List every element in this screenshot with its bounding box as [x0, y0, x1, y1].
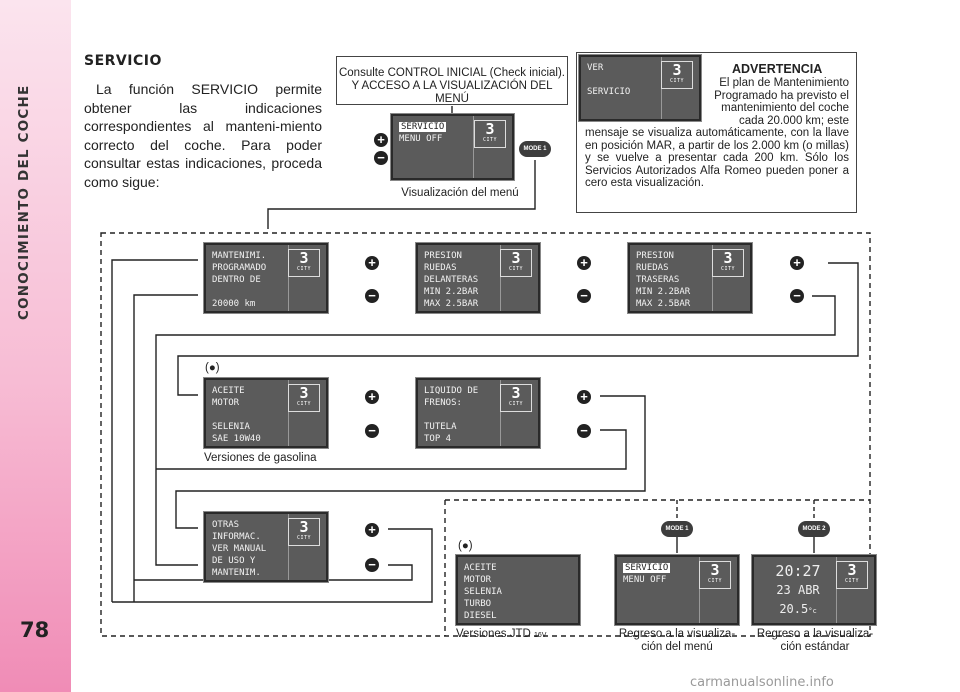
lcd-text: MANTENIMI. PROGRAMADO DENTRO DE 20000 km [212, 251, 267, 309]
section-heading: SERVICIO [84, 53, 162, 69]
mode1-button[interactable]: MODE 1 [519, 141, 551, 157]
lcd-text: PRESION RUEDAS DELANTERAS MIN 2.2BAR MAX… [424, 251, 479, 309]
chapter-sidebar: CONOCIMIENTO DEL COCHE 78 [0, 0, 71, 692]
minus-button[interactable]: − [365, 289, 379, 303]
plus-button[interactable]: + [365, 256, 379, 270]
menu-selected-item: SERVICIO [399, 122, 447, 132]
caption-return-standard: Regreso a la visualiza- ción estándar [756, 628, 874, 653]
intro-paragraph: La función SERVICIO permite obtener las … [84, 81, 322, 190]
minus-button[interactable]: − [365, 424, 379, 438]
bullet-note: (●) [458, 540, 473, 552]
lcd-presion-traseras: PRESION RUEDAS TRASERAS MIN 2.2BAR MAX 2… [627, 242, 753, 314]
mode1-button[interactable]: MODE 1 [661, 521, 693, 537]
lcd-text: ACEITE MOTOR SELENIA TURBO DIESEL [464, 563, 502, 621]
bullet-note: (●) [205, 362, 220, 374]
lcd-otras-informaciones: OTRAS INFORMAC. VER MANUAL DE USO Y MANT… [203, 511, 329, 583]
caption-menu-display: Visualización del menú [401, 187, 519, 199]
caption-gasolina: Versiones de gasolina [204, 452, 317, 464]
date: 23 ABR [776, 583, 820, 597]
lcd-text: VER SERVICIO [587, 63, 631, 97]
minus-button[interactable]: − [790, 289, 804, 303]
callout-box: Consulte CONTROL INICIAL (Check inicial)… [336, 56, 568, 105]
minus-button[interactable]: − [577, 424, 591, 438]
plus-button[interactable]: + [374, 133, 388, 147]
lcd-text: LIQUIDO DE FRENOS: TUTELA TOP 4 [424, 386, 479, 444]
plus-button[interactable]: + [365, 523, 379, 537]
minus-button[interactable]: − [365, 558, 379, 572]
minus-button[interactable]: − [374, 151, 388, 165]
lcd-presion-delanteras: PRESION RUEDAS DELANTERAS MIN 2.2BAR MAX… [415, 242, 541, 314]
clock-time: 20:27 [775, 562, 821, 580]
menu-item-off: MENU OFF [623, 575, 667, 585]
plus-button[interactable]: + [577, 256, 591, 270]
lcd-jtd-aceite: ACEITE MOTOR SELENIA TURBO DIESEL [455, 554, 581, 626]
lcd-text: OTRAS INFORMAC. VER MANUAL DE USO Y MANT… [212, 520, 267, 578]
minus-button[interactable]: − [577, 289, 591, 303]
callout-line2: Y ACCESO A LA VISUALIZACIÓN DEL MENÚ [351, 80, 553, 105]
menu-selected-item: SERVICIO [623, 563, 671, 573]
caption-jtd-suffix: 16V [533, 632, 547, 639]
plus-button[interactable]: + [577, 390, 591, 404]
lcd-text: ACEITE MOTOR SELENIA SAE 10W40 [212, 386, 261, 444]
mode2-button[interactable]: MODE 2 [798, 521, 830, 537]
lcd-mantenimiento: MANTENIMI. PROGRAMADO DENTRO DE 20000 km… [203, 242, 329, 314]
temperature: 20.5°c [779, 602, 817, 616]
plus-button[interactable]: + [790, 256, 804, 270]
callout-line1: Consulte CONTROL INICIAL (Check inicial)… [338, 67, 565, 79]
footer-watermark: carmanualsonline.info [690, 675, 834, 690]
plus-button[interactable]: + [365, 390, 379, 404]
menu-item-off: MENU OFF [399, 134, 443, 144]
caption-jtd: Versiones JTD 16V [456, 628, 547, 640]
caption-return-menu: Regreso a la visualiza- ción del menú [618, 628, 736, 653]
lcd-text: PRESION RUEDAS TRASERAS MIN 2.2BAR MAX 2… [636, 251, 691, 309]
warning-title: ADVERTENCIA [732, 62, 823, 76]
page-number: 78 [20, 618, 50, 642]
warning-text-2: mensaje se visualiza automáticamente, co… [585, 127, 849, 190]
warning-text-1: El plan de Mantenimiento Programado ha p… [714, 77, 849, 127]
